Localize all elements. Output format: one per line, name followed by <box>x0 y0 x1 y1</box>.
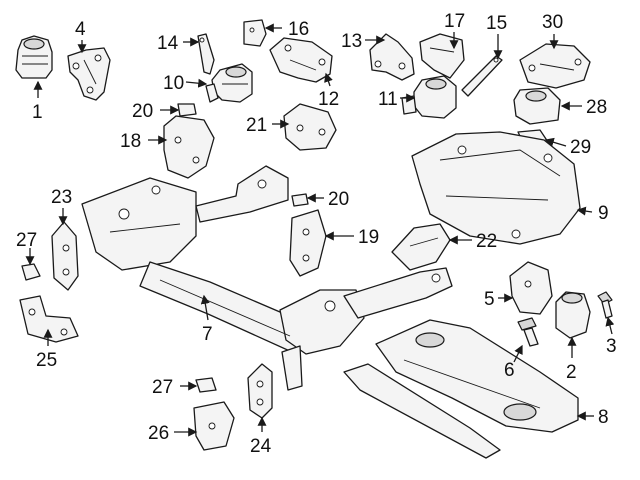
part-8-lower-subframe <box>343 319 579 459</box>
part-24-bracket <box>247 363 273 419</box>
part-30-mount <box>519 43 591 89</box>
callout-11: 11 <box>378 89 398 110</box>
callout-20a: 20 <box>132 101 153 122</box>
callout-20b: 20 <box>328 189 349 210</box>
callout-29: 29 <box>570 137 591 158</box>
part-12-bracket <box>269 37 333 83</box>
part-7-front-subframe <box>81 165 453 391</box>
callout-9: 9 <box>598 203 609 224</box>
callout-23: 23 <box>51 187 72 208</box>
part-26-bracket <box>193 401 235 451</box>
callout-14: 14 <box>157 33 179 54</box>
callout-18: 18 <box>120 131 141 152</box>
part-20-block-upper <box>177 103 197 117</box>
callout-4: 4 <box>75 19 86 40</box>
part-22-bracket <box>391 223 451 271</box>
callout-3: 3 <box>606 336 617 357</box>
part-20-block-lower <box>291 193 309 207</box>
part-14-strap <box>197 33 215 75</box>
callout-17: 17 <box>444 11 465 32</box>
callout-27a: 27 <box>16 230 37 251</box>
callout-6: 6 <box>504 360 515 381</box>
part-23-bracket <box>51 221 79 291</box>
callout-30: 30 <box>542 12 563 33</box>
part-28-mount <box>513 87 561 125</box>
part-25-bracket <box>19 295 79 343</box>
part-9-rear-subframe <box>411 131 581 245</box>
part-17-heat-shield <box>419 33 465 79</box>
callout-24: 24 <box>250 436 272 457</box>
part-13-bracket <box>369 33 415 81</box>
callout-22: 22 <box>476 231 497 252</box>
callout-21: 21 <box>246 115 267 136</box>
part-1-engine-mount <box>15 35 53 79</box>
callout-5: 5 <box>484 289 495 310</box>
part-16-bracket <box>243 19 267 47</box>
callout-10: 10 <box>163 73 184 94</box>
callout-labels: 1 2 3 4 5 6 7 8 9 10 11 12 13 14 15 16 1… <box>16 11 617 457</box>
part-19-bracket <box>289 209 327 277</box>
callout-1: 1 <box>32 102 43 123</box>
callout-7: 7 <box>202 324 213 345</box>
part-15-strap <box>461 55 503 97</box>
part-27-clip-upper <box>21 263 41 281</box>
part-4-bracket <box>67 47 111 101</box>
callout-28: 28 <box>586 97 607 118</box>
callout-13: 13 <box>341 31 362 52</box>
part-11-engine-mount <box>401 75 457 119</box>
part-5-bracket <box>509 261 553 315</box>
part-2-mount <box>555 291 591 339</box>
callout-25: 25 <box>36 350 57 371</box>
callout-15: 15 <box>486 13 507 34</box>
part-21-bracket <box>283 103 337 151</box>
callout-16: 16 <box>288 19 309 40</box>
part-3-bolt <box>597 291 613 319</box>
callout-19: 19 <box>358 227 379 248</box>
callout-2: 2 <box>566 362 577 383</box>
leader-lines <box>25 23 615 437</box>
callout-27b: 27 <box>152 377 173 398</box>
callout-26: 26 <box>148 423 169 444</box>
part-27-clip-lower <box>195 377 217 393</box>
callout-8: 8 <box>598 407 609 428</box>
part-10-engine-mount <box>205 63 253 103</box>
callout-12: 12 <box>318 89 339 110</box>
part-18-bracket <box>163 115 215 179</box>
part-6-bolt <box>517 317 539 347</box>
